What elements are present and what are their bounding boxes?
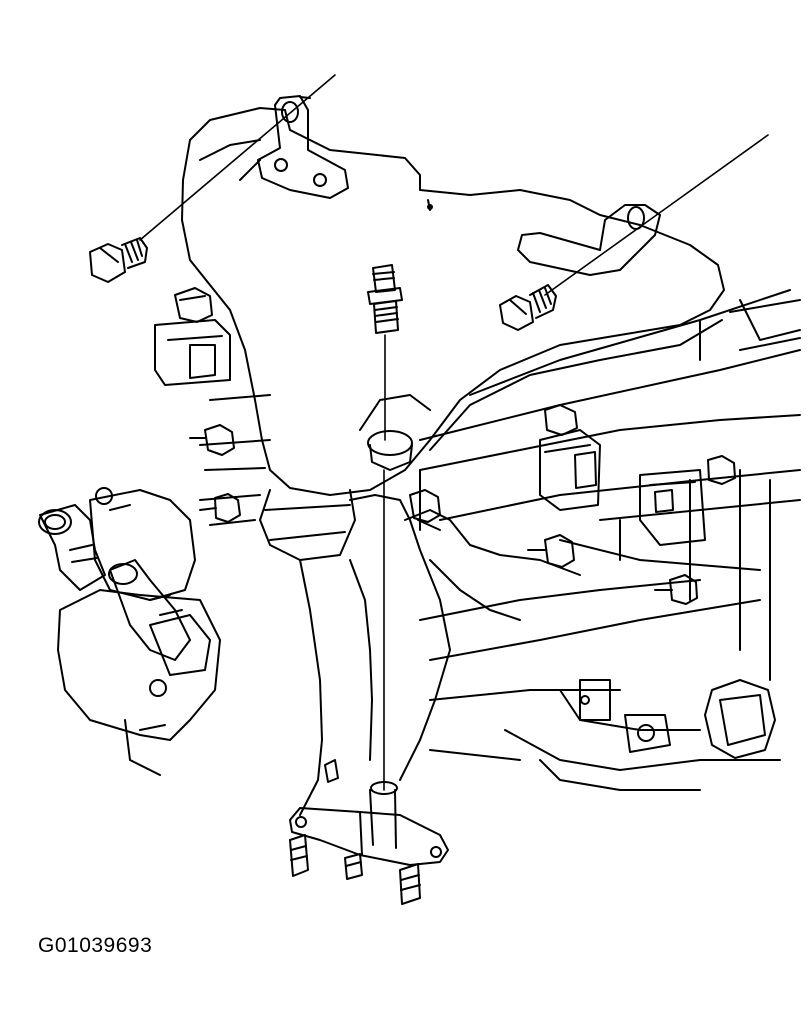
water-outlet-housing	[39, 488, 220, 775]
upper-right-bolt	[500, 285, 556, 330]
upper-left-bolt	[90, 238, 147, 282]
exhaust-manifold	[182, 96, 724, 865]
alignment-lines	[140, 75, 768, 790]
engine-block	[155, 290, 800, 790]
manifold-nuts	[175, 288, 735, 604]
flange-studs	[290, 835, 420, 904]
figure-id-label: G01039693	[38, 934, 153, 957]
center-stud	[368, 265, 402, 333]
